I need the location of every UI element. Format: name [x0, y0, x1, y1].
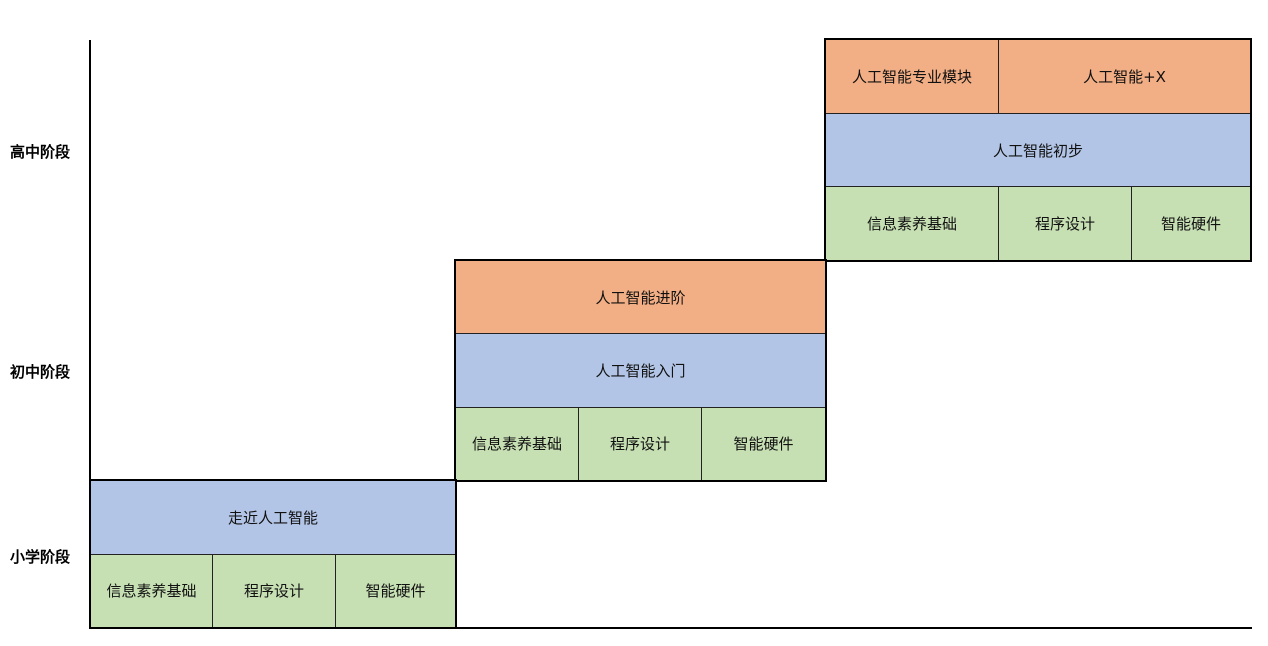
middle-school-block: 人工智能进阶 人工智能入门 信息素养基础 程序设计 智能硬件: [454, 259, 827, 482]
module-cell: 智能硬件: [1131, 187, 1250, 261]
module-cell: 走近人工智能: [227, 508, 318, 527]
module-cell: 智能硬件: [701, 407, 825, 480]
core-row: 人工智能初步: [826, 112, 1250, 187]
primary-school-block: 走近人工智能 信息素养基础 程序设计 智能硬件: [89, 479, 457, 629]
module-cell: 人工智能入门: [595, 361, 686, 380]
module-cell: 人工智能初步: [992, 141, 1083, 160]
module-cell: 人工智能专业模块: [851, 67, 972, 86]
module-cell: 程序设计: [998, 187, 1131, 261]
x-axis: [89, 627, 1252, 629]
module-cell: 智能硬件: [335, 554, 455, 627]
module-cell: 程序设计: [212, 554, 335, 627]
stage-label-primary: 小学阶段: [10, 548, 71, 566]
core-row: 走近人工智能: [91, 481, 455, 554]
advanced-row: 人工智能专业模块 人工智能+X: [826, 40, 1250, 113]
stage-label-high: 高中阶段: [10, 143, 71, 161]
stage-label-middle: 初中阶段: [10, 363, 71, 381]
module-cell: 人工智能+X: [998, 40, 1250, 113]
core-row: 人工智能入门: [456, 333, 825, 407]
module-cell: 信息素养基础: [106, 582, 197, 601]
module-cell: 程序设计: [578, 407, 701, 480]
module-cell: 信息素养基础: [471, 435, 562, 454]
module-cell: 信息素养基础: [866, 215, 957, 234]
advanced-row: 人工智能进阶: [456, 261, 825, 334]
y-axis: [89, 40, 91, 629]
base-row: 信息素养基础 程序设计 智能硬件: [91, 553, 455, 627]
base-row: 信息素养基础 程序设计 智能硬件: [456, 406, 825, 480]
module-cell: 人工智能进阶: [595, 288, 686, 307]
base-row: 信息素养基础 程序设计 智能硬件: [826, 186, 1250, 261]
high-school-block: 人工智能专业模块 人工智能+X 人工智能初步 信息素养基础 程序设计 智能硬件: [824, 38, 1252, 262]
